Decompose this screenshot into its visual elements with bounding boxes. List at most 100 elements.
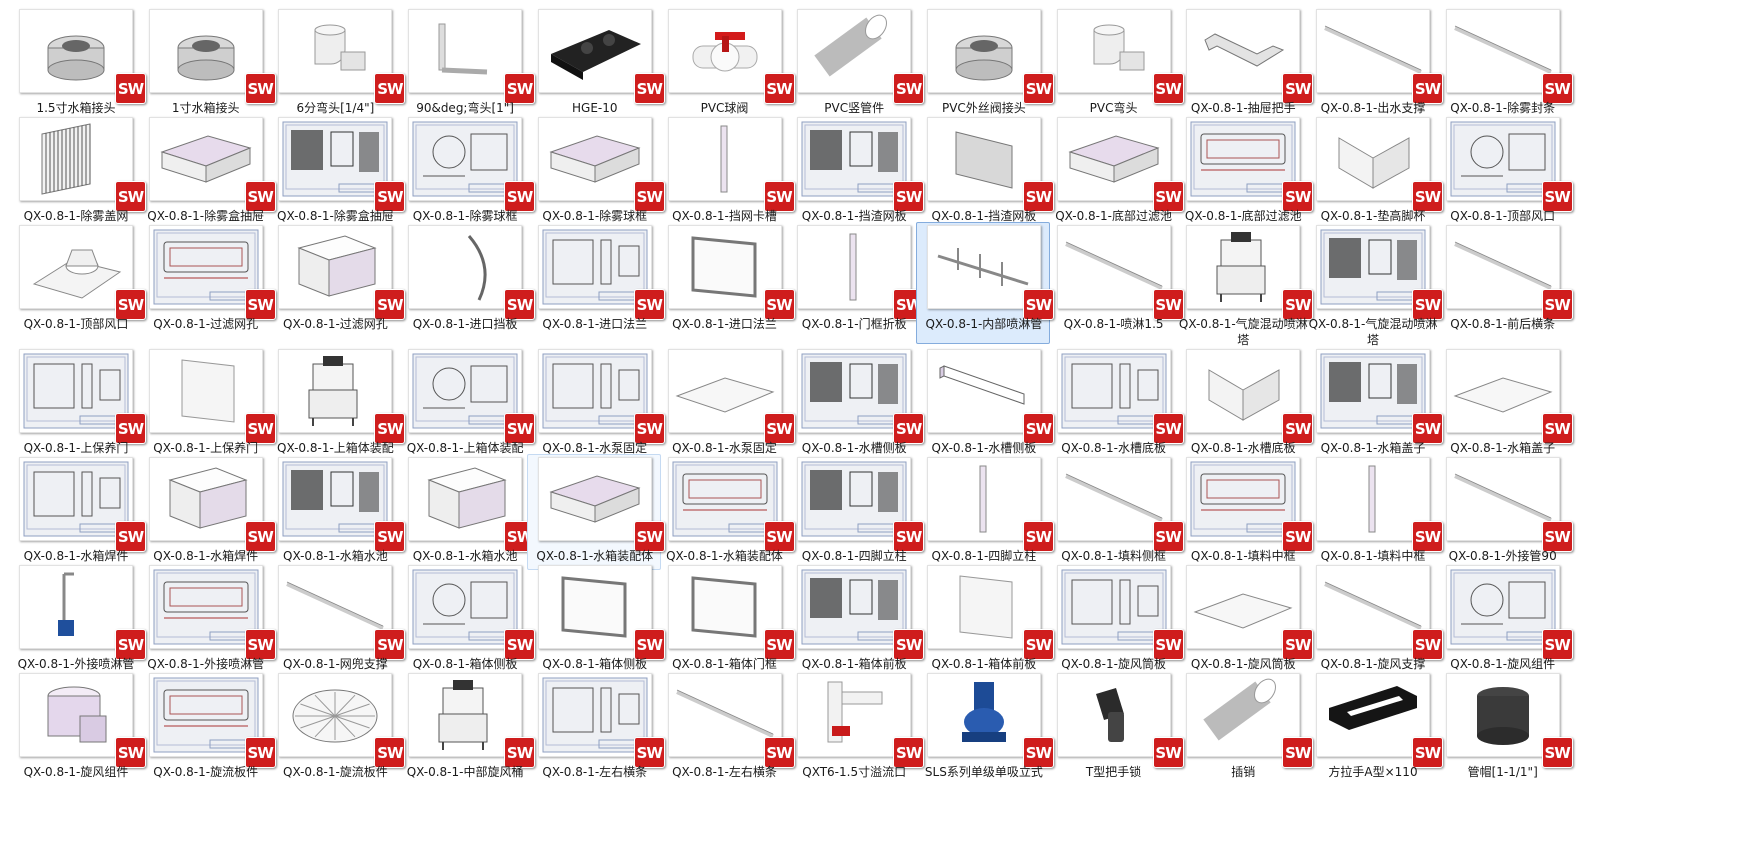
- file-name-label: QX-0.8-1-水箱盖子: [1450, 441, 1556, 455]
- file-name-label: QX-0.8-1-左右横条: [542, 765, 648, 779]
- thumbnail-preview: [282, 121, 388, 197]
- thumbnail-preview: [23, 461, 129, 537]
- file-thumbnail: [537, 673, 652, 757]
- thumbnail-preview: [542, 229, 648, 305]
- file-thumbnail: [1316, 565, 1430, 649]
- solidworks-icon: SW: [763, 73, 795, 104]
- thumbnail-preview: [550, 30, 641, 80]
- thumbnail-preview: [1190, 461, 1296, 537]
- solidworks-icon: SW: [374, 73, 406, 104]
- thumbnail-preview: [979, 465, 987, 533]
- file-name-label: PVC弯头: [1089, 101, 1138, 115]
- thumbnail-preview: [675, 689, 774, 738]
- file-thumbnail: [537, 349, 652, 433]
- file-thumbnail: [408, 117, 523, 201]
